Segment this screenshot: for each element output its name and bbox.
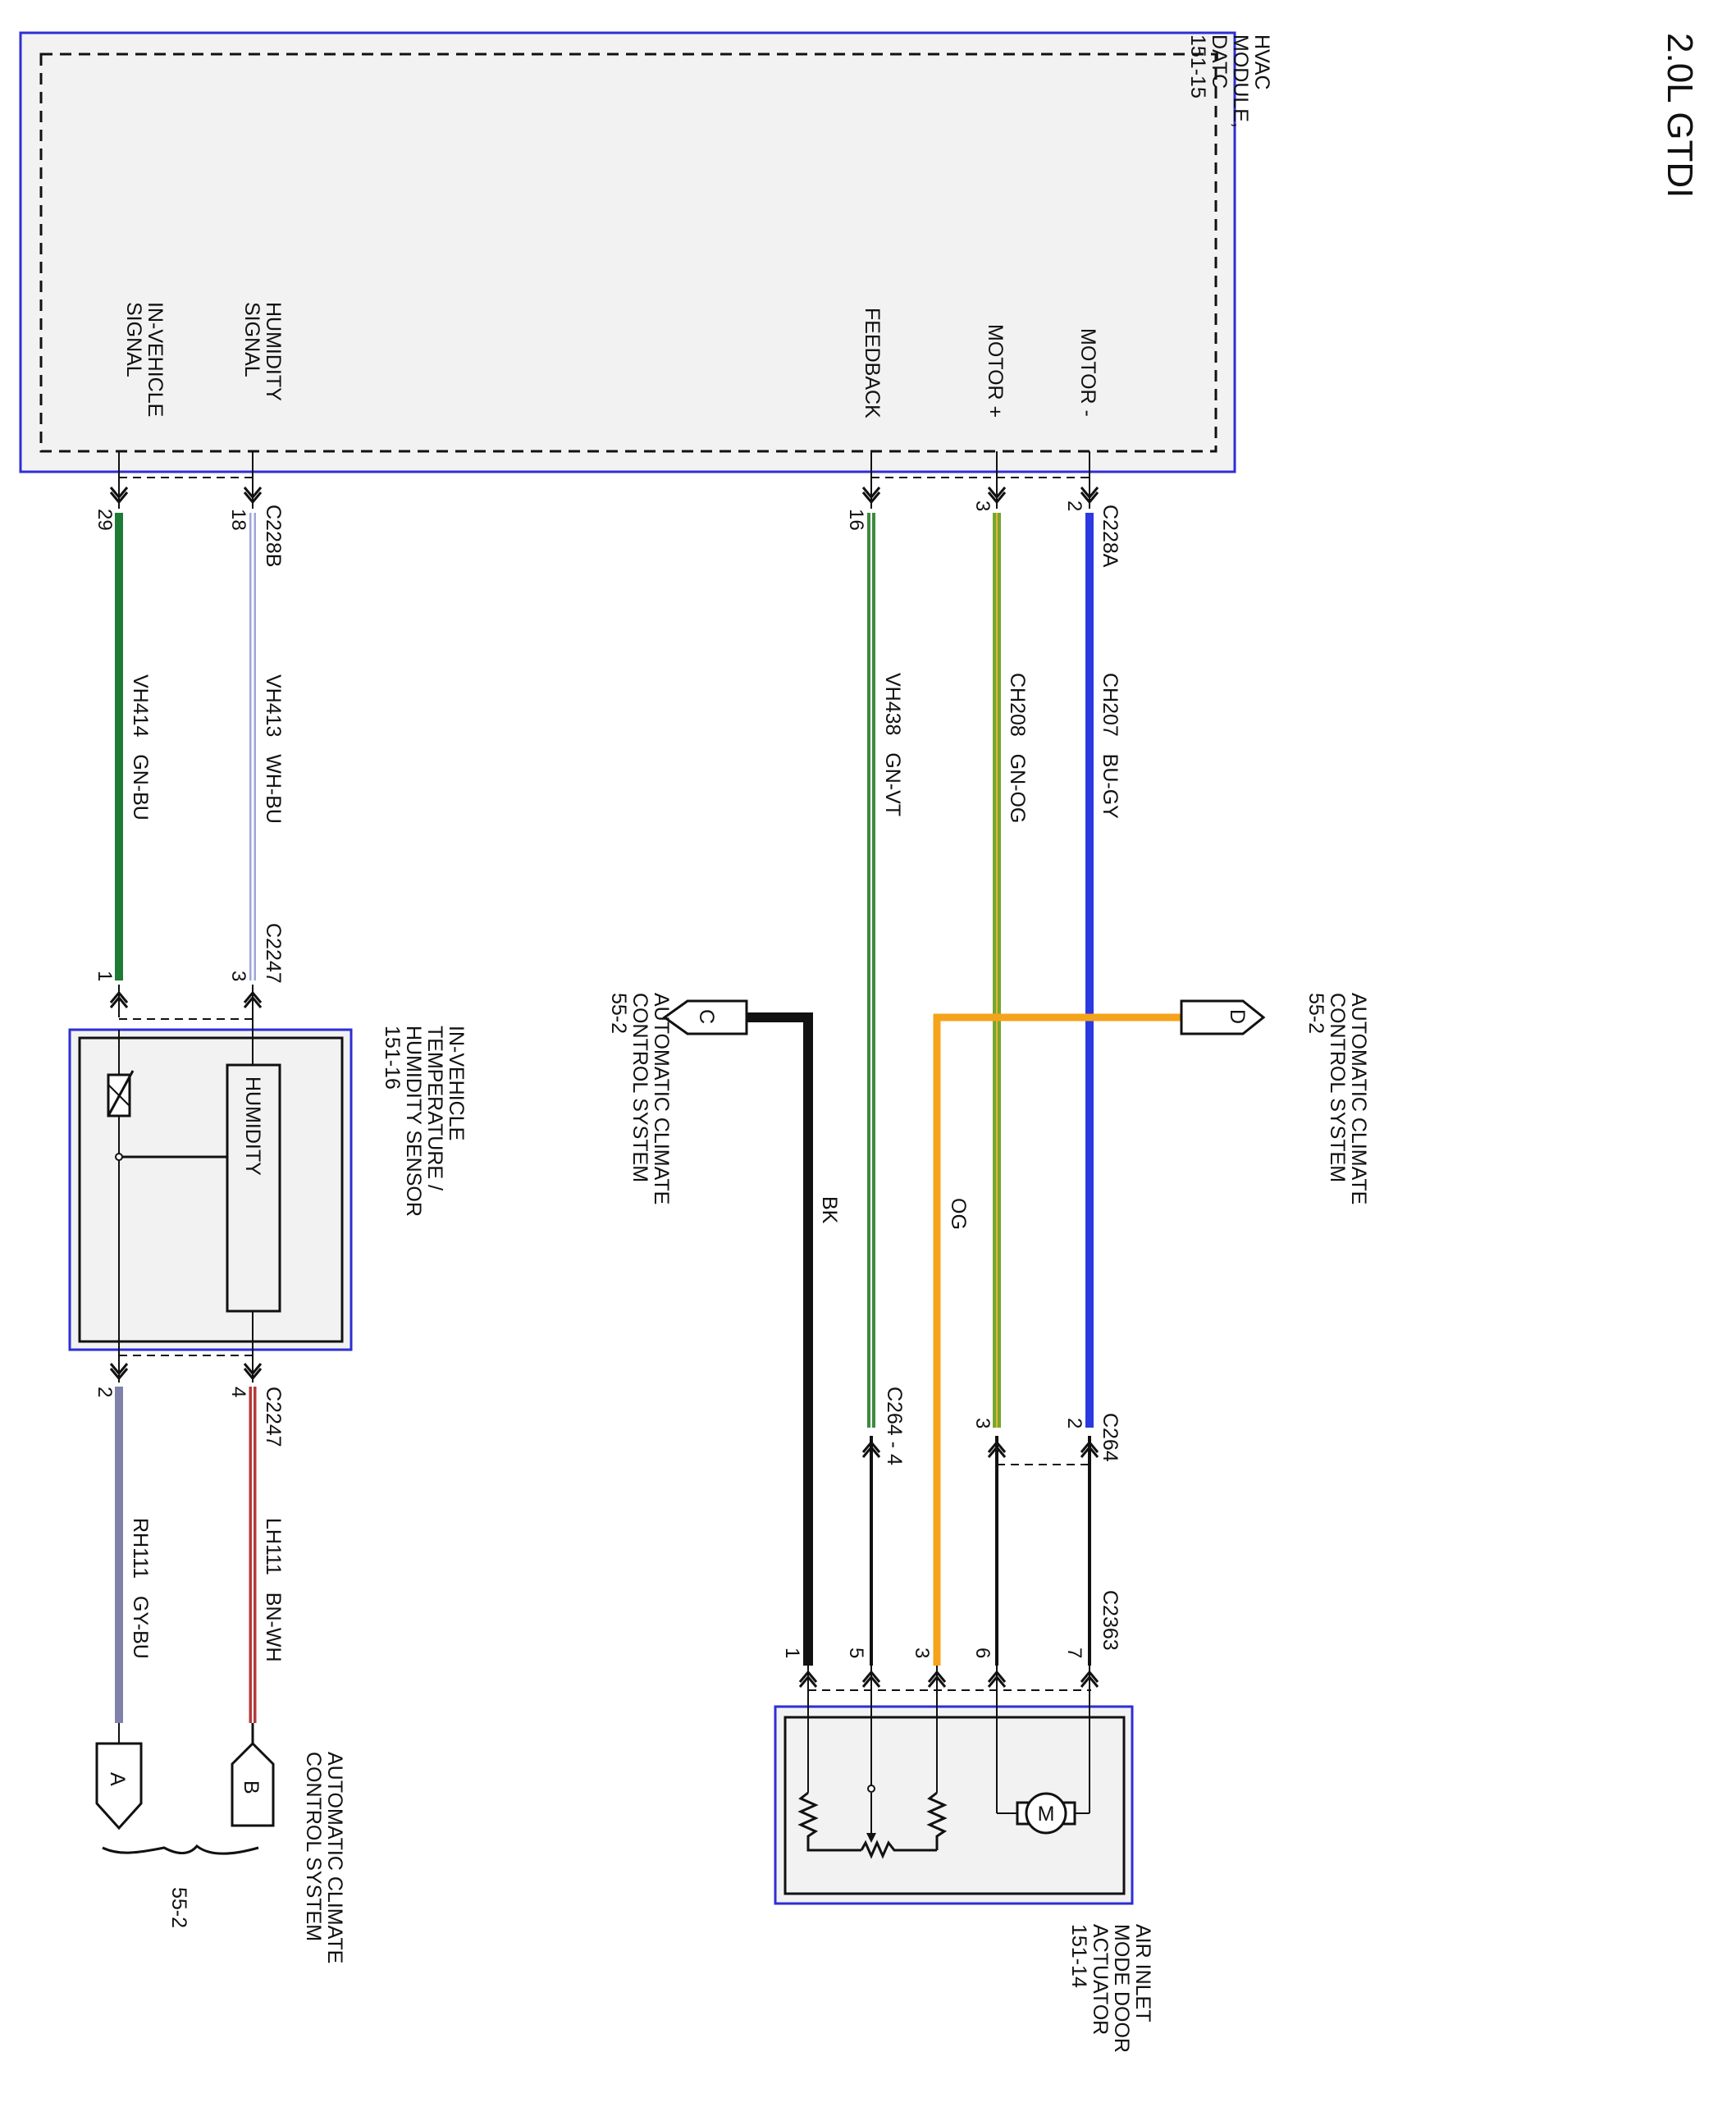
- ref-b-label: AUTOMATIC CLIMATE CONTROL SYSTEM: [302, 1752, 346, 1969]
- wire-label-lh111: LH111 BN-WH: [262, 1518, 285, 1662]
- ref-d-letter: D: [1226, 1009, 1249, 1024]
- hvac-module-label: HVAC MODULE, DATC 151-15: [1186, 34, 1273, 134]
- pin-a5: 5: [845, 1648, 867, 1658]
- wire-label-rh111: RH111 GY-BU: [129, 1518, 152, 1659]
- ref-c-flag: C: [662, 999, 748, 1035]
- connector-c2247-top: C2247: [262, 923, 285, 984]
- wire-label-ch207: CH207 BU-GY: [1099, 673, 1122, 819]
- pin-2-hvac: 2: [1063, 500, 1085, 511]
- ref-d-label: AUTOMATIC CLIMATE CONTROL SYSTEM 55-2: [1304, 993, 1370, 1210]
- pin-3-hvac: 3: [971, 500, 994, 511]
- motor-icon: M: [997, 1792, 1090, 1835]
- ref-c-letter: C: [695, 1009, 718, 1024]
- wire-label-vh413: VH413 WH-BU: [262, 674, 285, 824]
- ref-b-letter: B: [240, 1780, 263, 1794]
- humidity-signal-label: HUMIDITY SIGNAL: [240, 302, 285, 406]
- wire-og: [933, 1013, 1181, 1666]
- pin-a7: 7: [1063, 1648, 1085, 1658]
- ref-a-letter: A: [106, 1772, 129, 1786]
- ref-d-flag: D: [1180, 999, 1266, 1035]
- ab-brace: [102, 1844, 259, 1855]
- connector-chevrons: [109, 487, 1099, 1688]
- connector-c228b: C228B: [262, 505, 285, 567]
- connector-c2247-bottom: C2247: [262, 1387, 285, 1447]
- pin-s1: 1: [94, 971, 116, 981]
- wire-label-ch208: CH208 GN-OG: [1006, 673, 1029, 823]
- page-title: 2.0L GTDI: [1660, 33, 1700, 198]
- pin-s4: 4: [227, 1387, 249, 1397]
- sensor-inner-label: HUMIDITY: [241, 1076, 264, 1176]
- wire-label-og: OG: [947, 1198, 970, 1230]
- resistor-2-icon: [926, 1791, 948, 1850]
- wire-label-vh438: VH438 GN-VT: [881, 673, 904, 816]
- hvac-module: [19, 31, 1236, 473]
- actuator-module: M: [774, 1666, 1134, 1905]
- in-vehicle-signal-label: IN-VEHICLE SIGNAL: [122, 302, 167, 423]
- actuator-module-label: AIR INLET MODE DOOR ACTUATOR 151-14: [1067, 1924, 1154, 2059]
- connector-c2363: C2363: [1099, 1590, 1122, 1651]
- pin-a1: 1: [781, 1648, 803, 1658]
- pin-c264-3: 3: [971, 1418, 994, 1428]
- motor-minus-label: MOTOR -: [1076, 328, 1099, 417]
- wire-label-bk: BK: [818, 1196, 841, 1224]
- potentiometer-icon: [860, 1793, 937, 1859]
- motor-plus-label: MOTOR +: [984, 324, 1007, 418]
- wire-label-vh414: VH414 GN-BU: [129, 674, 152, 820]
- thermistor-icon: [107, 1070, 135, 1117]
- pin-18: 18: [227, 509, 249, 531]
- connector-c264-4: C264 - 4: [883, 1387, 906, 1465]
- feedback-label: FEEDBACK: [861, 308, 884, 418]
- sensor-module: [68, 1017, 353, 1366]
- ref-a-flag: A: [95, 1742, 143, 1830]
- pin-s2: 2: [94, 1387, 116, 1397]
- connector-c228a: C228A: [1099, 505, 1122, 568]
- pin-29: 29: [94, 509, 116, 531]
- sensor-module-label: IN-VEHICLE TEMPERATURE / HUMIDITY SENSOR…: [381, 1026, 468, 1223]
- pin-s3: 3: [227, 971, 249, 981]
- svg-text:M: M: [1038, 1803, 1055, 1826]
- wire-bk: [747, 1012, 813, 1666]
- ref-ab-page: 55-2: [167, 1887, 190, 1928]
- pin-a3: 3: [911, 1648, 933, 1658]
- pin-a6: 6: [971, 1648, 994, 1658]
- pin-16: 16: [845, 509, 867, 531]
- ref-b-flag: B: [231, 1741, 275, 1827]
- pin-c264-2: 2: [1063, 1418, 1085, 1428]
- resistor-icon: [797, 1791, 861, 1852]
- ref-c-label: AUTOMATIC CLIMATE CONTROL SYSTEM 55-2: [607, 993, 673, 1210]
- connector-c264: C264: [1099, 1413, 1122, 1462]
